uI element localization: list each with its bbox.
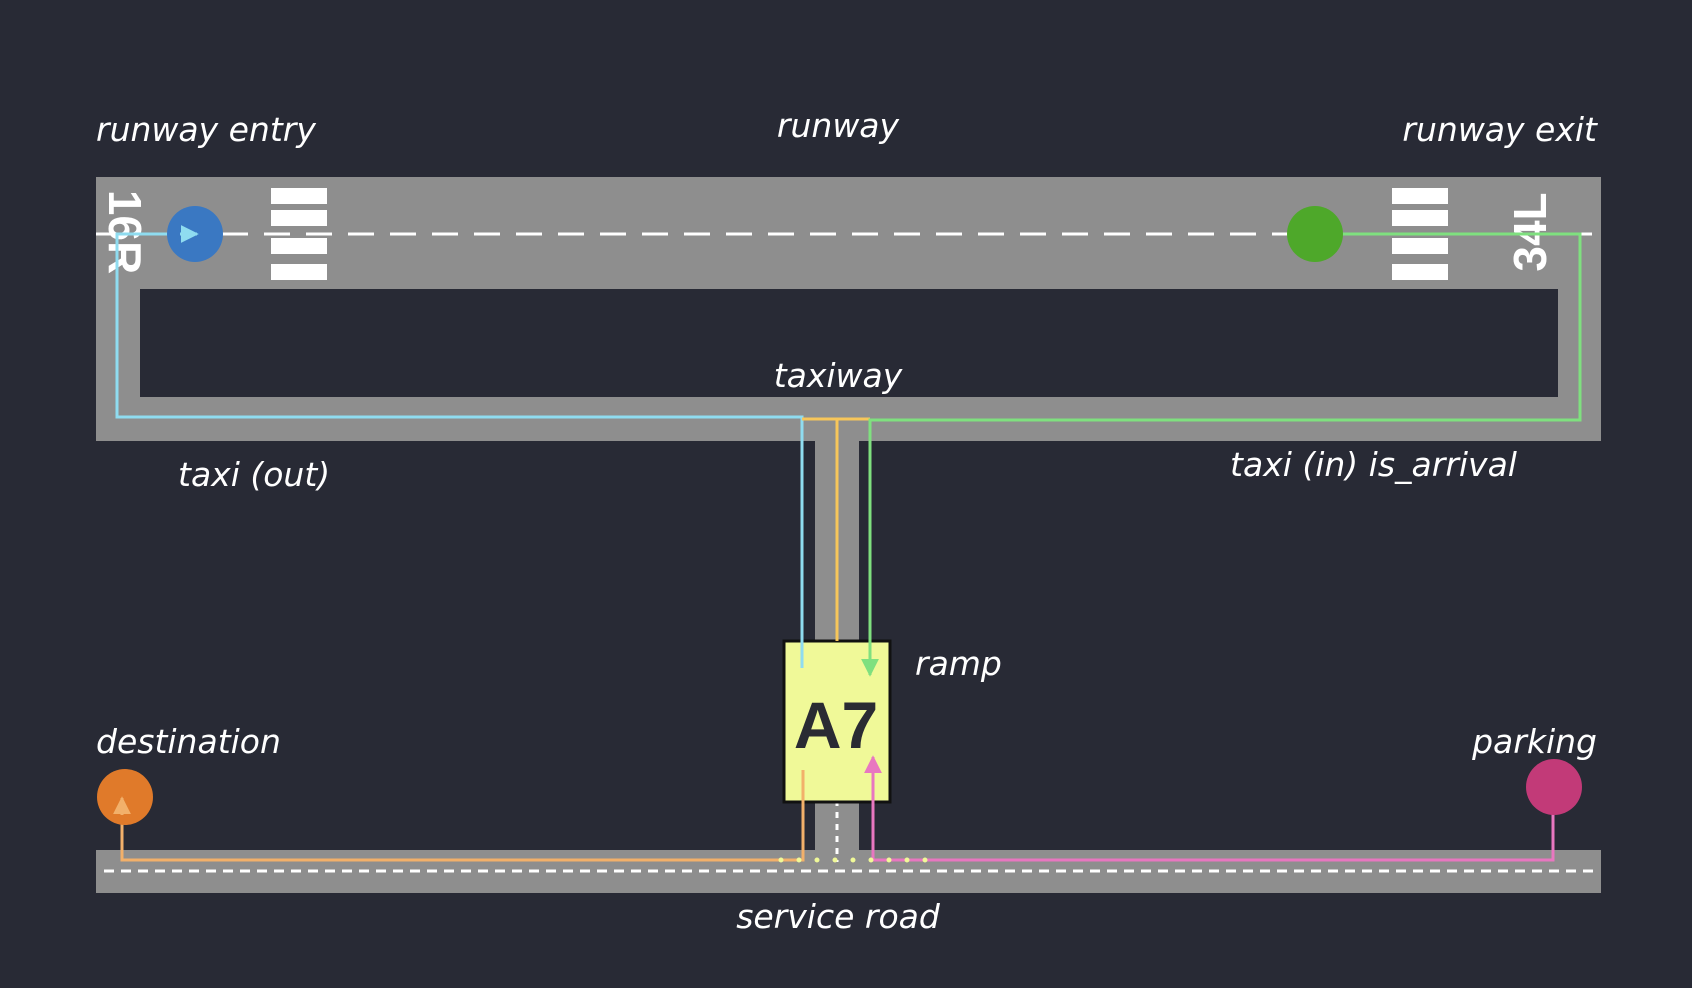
label-ramp: ramp — [915, 644, 1002, 683]
route-parking — [864, 755, 1555, 862]
label-taxi-out: taxi (out) — [178, 455, 330, 494]
label-service-road: service road — [736, 897, 941, 936]
route-destination — [113, 770, 805, 862]
service-road — [96, 850, 1601, 893]
route-taxi-in — [861, 232, 1582, 677]
runway-designator-left: 16R — [99, 190, 151, 274]
threshold-right — [1392, 188, 1448, 280]
taxiway-inner — [140, 289, 1558, 397]
route-center — [802, 417, 870, 641]
runway-exit-node[interactable] — [1287, 206, 1343, 262]
label-taxi-in: taxi (in) is_arrival — [1230, 445, 1517, 484]
runway-designator-right: 34L — [1504, 192, 1556, 271]
label-parking: parking — [1471, 722, 1597, 761]
label-runway: runway — [777, 106, 900, 145]
label-runway-exit: runway exit — [1402, 110, 1598, 149]
threshold-left — [271, 188, 327, 280]
label-taxiway: taxiway — [774, 356, 903, 395]
label-destination: destination — [96, 722, 281, 761]
gate-label: A7 — [794, 688, 878, 762]
parking-node[interactable] — [1526, 759, 1582, 815]
label-runway-entry: runway entry — [96, 110, 316, 149]
destination-node[interactable] — [97, 769, 153, 825]
route-taxi-out — [115, 225, 804, 668]
